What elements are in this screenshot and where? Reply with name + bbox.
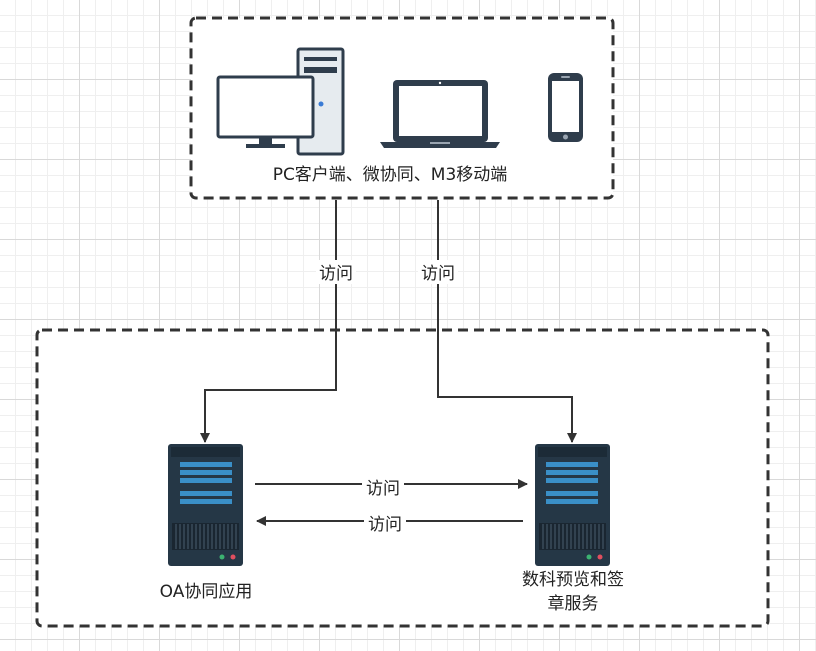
edge-label-preview-to-oa: 访问 bbox=[368, 515, 402, 535]
client-group-caption: PC客户端、微协同、M3移动端 bbox=[273, 165, 508, 185]
edge-label-client-to-preview: 访问 bbox=[421, 264, 455, 284]
preview-server-label-line1: 数科预览和签 bbox=[522, 570, 624, 590]
laptop-icon bbox=[380, 80, 500, 148]
connector-client-to-preview bbox=[437, 200, 577, 443]
preview-server-icon bbox=[535, 444, 610, 566]
desktop-pc-icon bbox=[216, 47, 345, 156]
phone-icon bbox=[548, 73, 583, 142]
oa-server-icon bbox=[168, 444, 243, 566]
oa-server-label: OA协同应用 bbox=[160, 582, 253, 602]
edge-label-oa-to-preview: 访问 bbox=[366, 479, 400, 499]
connector-client-to-oa bbox=[200, 200, 337, 443]
preview-server-label-line2: 章服务 bbox=[548, 594, 599, 614]
edge-label-client-to-oa: 访问 bbox=[319, 264, 353, 284]
